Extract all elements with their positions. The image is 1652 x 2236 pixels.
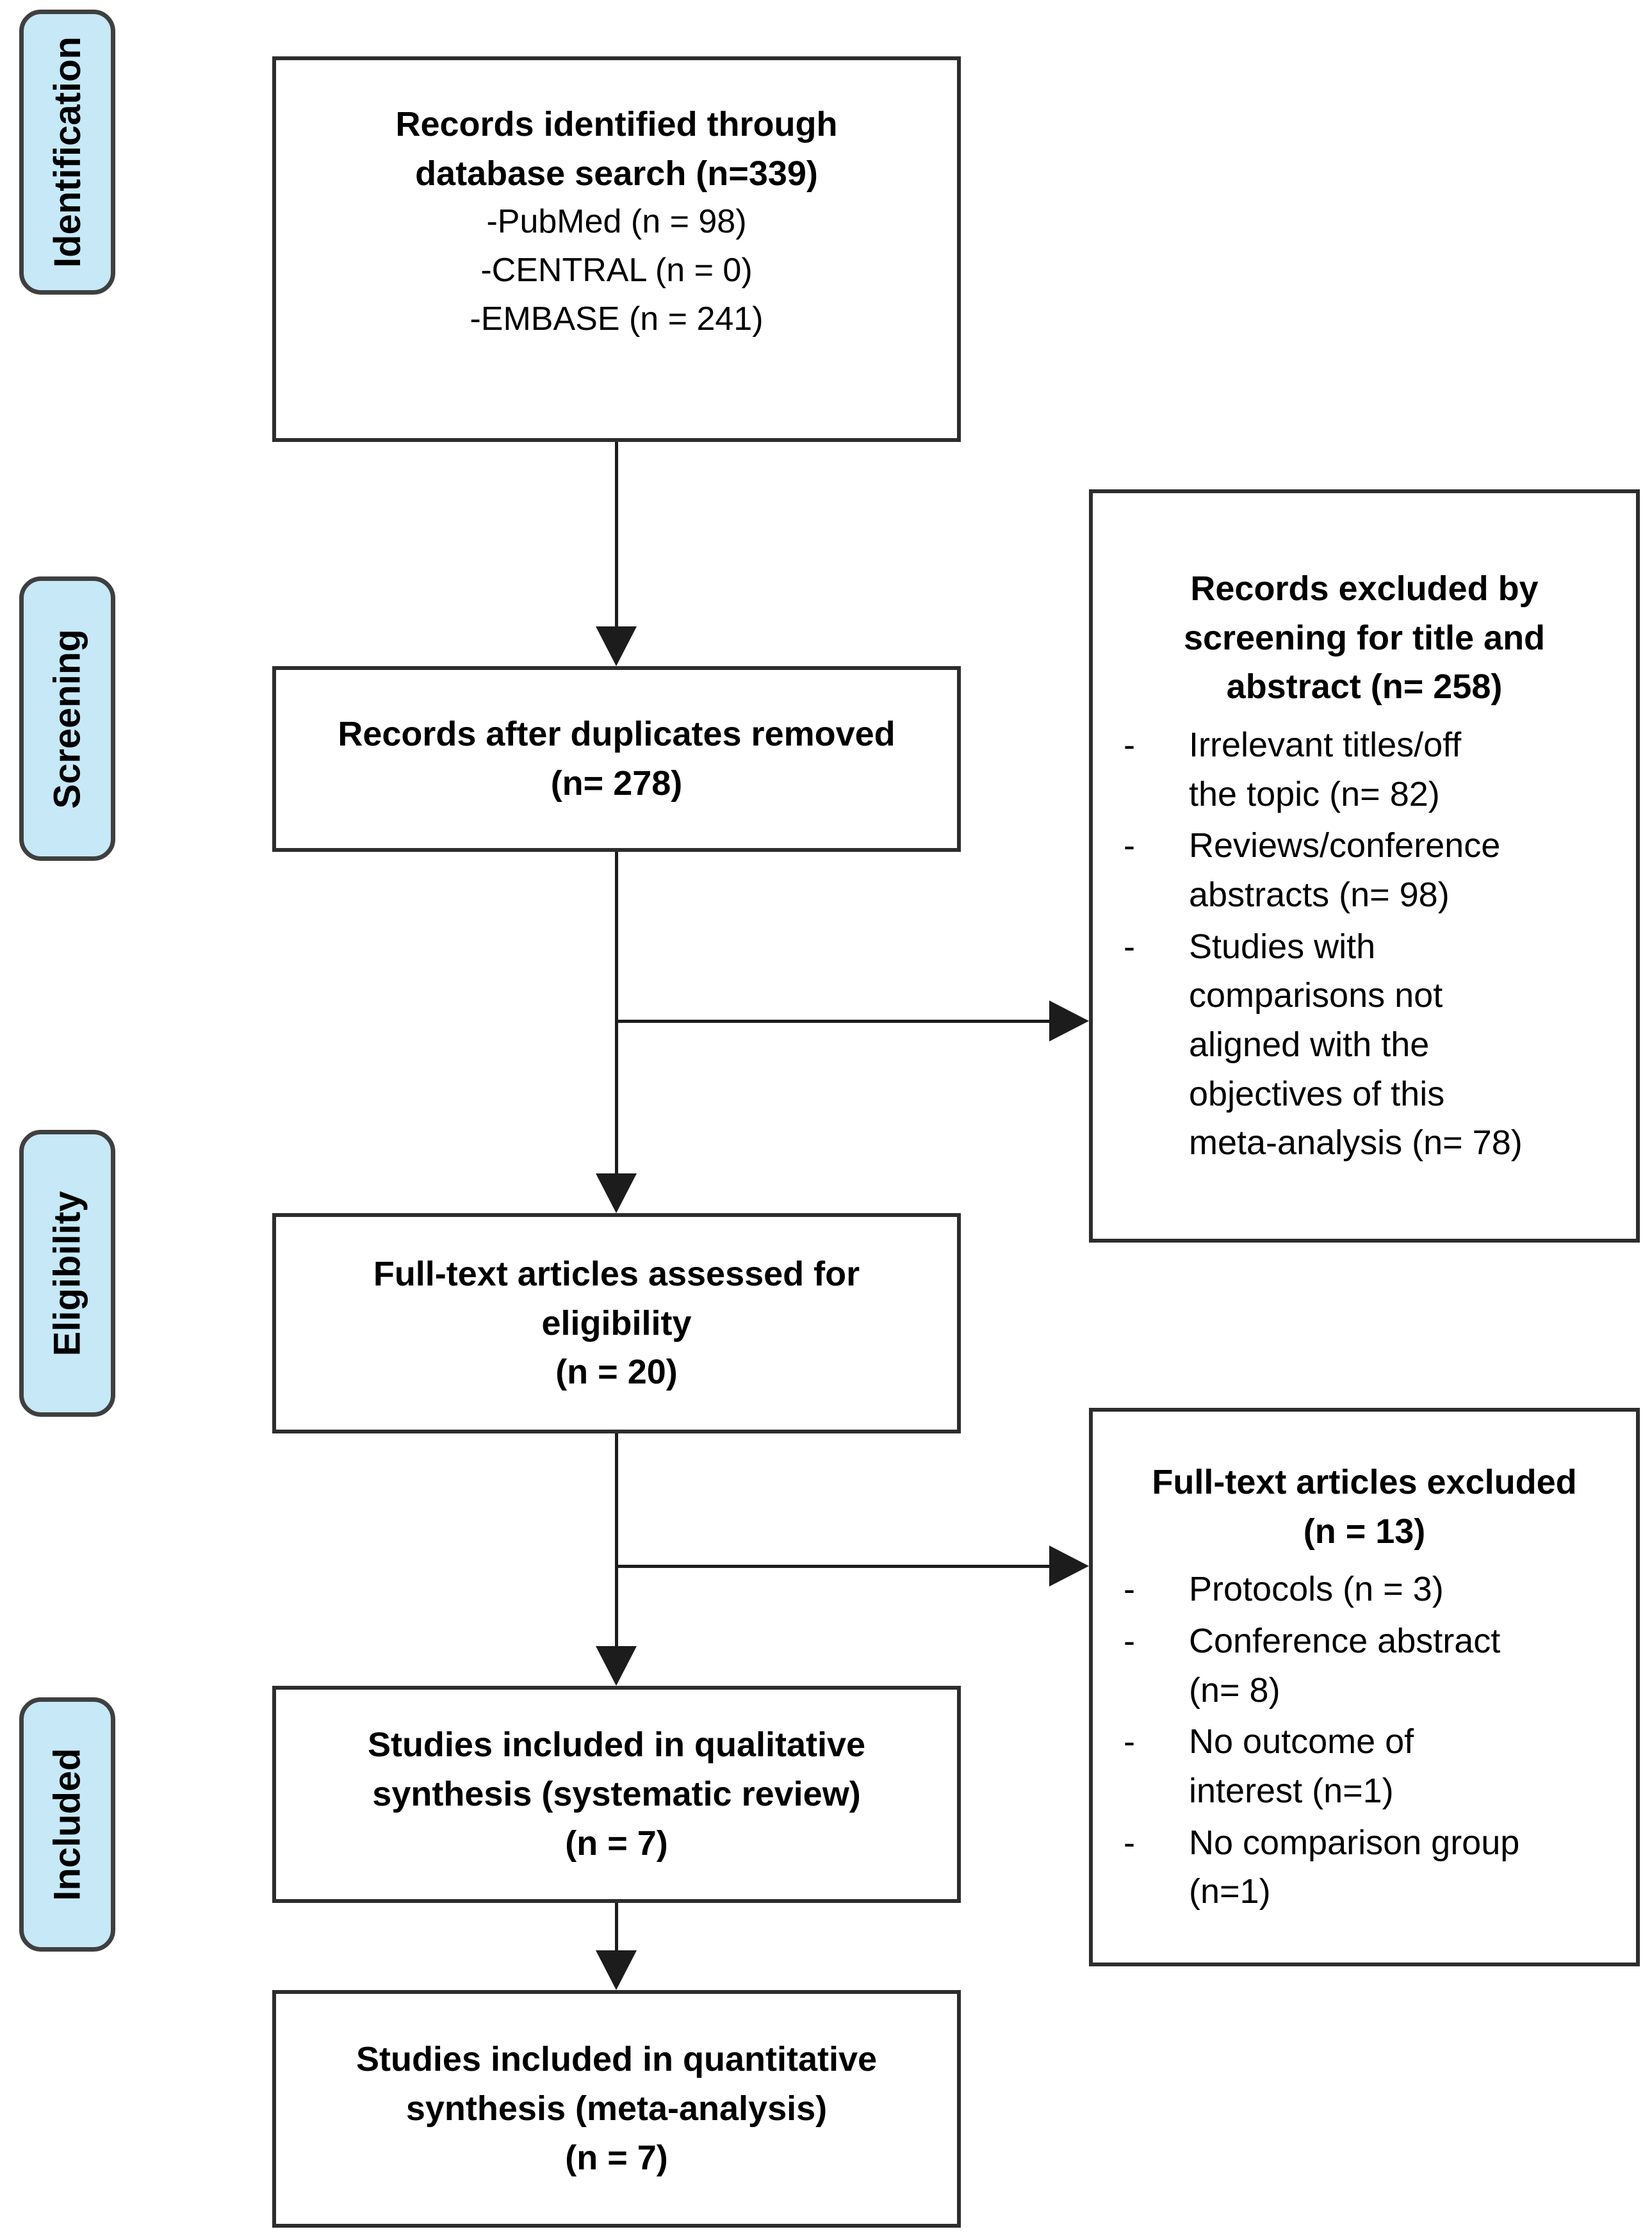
exclusion-item: - No comparison group (n=1) [1093, 1818, 1636, 1916]
box-records-excluded-screening: Records excluded by screening for title … [1089, 489, 1640, 1243]
box-subitem-pubmed: -PubMed (n = 98) [486, 203, 747, 241]
stage-label-text: Eligibility [46, 1191, 88, 1356]
box-subitem-embase: -EMBASE (n = 241) [470, 300, 764, 338]
exclusion-item: - Conference abstract (n= 8) [1093, 1617, 1636, 1715]
bullet-dash: - [1124, 725, 1135, 764]
arrow-line-duplicates-to-fulltext [615, 852, 618, 1175]
bullet-dash: - [1124, 826, 1135, 865]
arrow-head-right-icon [1049, 1546, 1089, 1587]
arrow-line-qualitative-to-quantitative [615, 1903, 618, 1951]
exclusion-item-text: Protocols (n = 3) [1189, 1570, 1444, 1609]
arrow-head-right-icon [1049, 1000, 1089, 1041]
bullet-dash: - [1124, 927, 1135, 966]
stage-label-eligibility: Eligibility [19, 1130, 115, 1417]
exclusion-item-text: Irrelevant titles/off the topic (n= 82) [1189, 725, 1462, 813]
exclusion-box-title: Full-text articles excluded (n = 13) [1152, 1462, 1577, 1551]
box-title: Records identified through database sear… [395, 105, 838, 193]
box-fulltext-assessed: Full-text articles assessed for eligibil… [272, 1213, 961, 1433]
stage-label-screening: Screening [19, 576, 115, 861]
bullet-dash: - [1124, 1570, 1135, 1609]
arrow-head-down-icon [596, 1950, 637, 1990]
bullet-dash: - [1124, 1621, 1135, 1660]
stage-label-text: Screening [46, 628, 88, 809]
arrow-head-down-icon [596, 1646, 637, 1686]
arrow-line-identified-to-duplicates [615, 442, 618, 628]
exclusion-box-title: Records excluded by screening for title … [1183, 569, 1546, 706]
stage-label-text: Identification [46, 37, 88, 268]
bullet-dash: - [1124, 1722, 1135, 1761]
box-subitem-central: -CENTRAL (n = 0) [480, 252, 753, 290]
box-title: Records after duplicates removed (n= 278… [338, 715, 896, 803]
exclusion-item: - Reviews/conference abstracts (n= 98) [1093, 821, 1636, 919]
stage-label-included: Included [19, 1697, 115, 1952]
exclusion-item: - No outcome of interest (n=1) [1093, 1717, 1636, 1815]
arrow-line-branch-to-screening-exclusions [616, 1020, 1051, 1023]
arrow-head-down-icon [596, 626, 637, 666]
exclusion-item-text: Reviews/conference abstracts (n= 98) [1189, 826, 1501, 914]
arrow-line-fulltext-to-qualitative [615, 1433, 618, 1647]
box-duplicates-removed: Records after duplicates removed (n= 278… [272, 666, 961, 852]
box-title: Full-text articles assessed for eligibil… [373, 1254, 860, 1392]
exclusion-item: - Irrelevant titles/off the topic (n= 82… [1093, 721, 1636, 819]
exclusion-item-text: No comparison group (n=1) [1189, 1823, 1520, 1911]
exclusion-item-text: Studies with comparisons not aligned wit… [1189, 927, 1523, 1163]
stage-label-identification: Identification [19, 10, 115, 295]
stage-label-text: Included [46, 1748, 88, 1901]
exclusion-item: - Protocols (n = 3) [1093, 1565, 1636, 1614]
box-qualitative-synthesis: Studies included in qualitative synthesi… [272, 1686, 961, 1903]
exclusion-item-text: Conference abstract (n= 8) [1189, 1621, 1501, 1710]
box-records-identified: Records identified through database sear… [272, 56, 961, 442]
box-quantitative-synthesis: Studies included in quantitative synthes… [272, 1990, 961, 2228]
bullet-dash: - [1124, 1823, 1135, 1862]
exclusion-item-text: No outcome of interest (n=1) [1189, 1722, 1414, 1810]
arrow-head-down-icon [596, 1173, 637, 1213]
box-title: Studies included in qualitative synthesi… [367, 1726, 866, 1863]
box-fulltext-excluded: Full-text articles excluded (n = 13) - P… [1089, 1408, 1640, 1966]
exclusion-item: - Studies with comparisons not aligned w… [1093, 922, 1636, 1168]
arrow-line-branch-to-fulltext-exclusions [616, 1565, 1051, 1568]
box-title: Studies included in quantitative synthes… [356, 2040, 878, 2177]
